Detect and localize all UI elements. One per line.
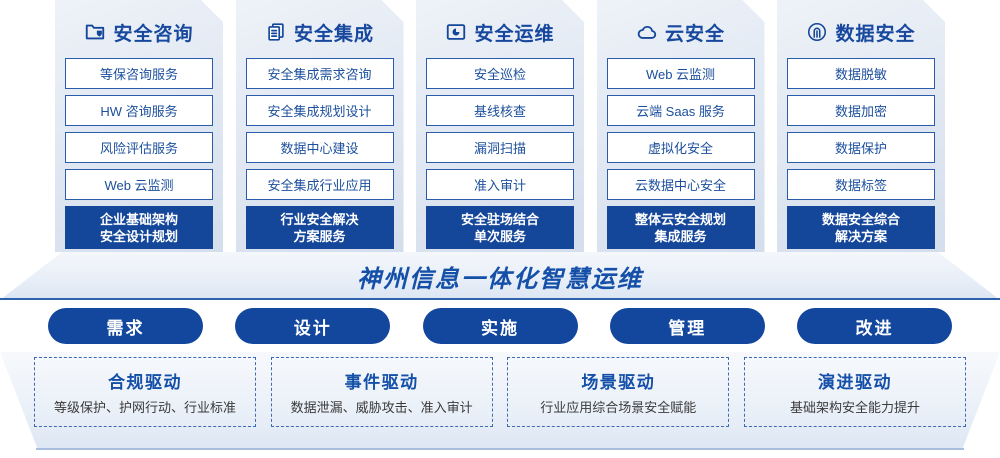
platform-banner: 神州信息一体化智慧运维	[0, 252, 1000, 300]
drivers-backdrop	[0, 352, 1000, 450]
pillar-item[interactable]: 数据标签	[787, 169, 935, 200]
pillar-card-security-consulting[interactable]: 安全咨询 等保咨询服务 HW 咨询服务 风险评估服务 Web 云监测 企业基础架…	[55, 0, 223, 252]
pillar-highlight-item[interactable]: 数据安全综合 解决方案	[787, 206, 935, 249]
driver-subtitle: 等级保护、护网行动、行业标准	[53, 400, 236, 415]
pillar-title: 安全集成	[293, 23, 374, 45]
pillar-item[interactable]: 云数据中心安全	[607, 169, 755, 200]
pillar-card-cloud-security[interactable]: 云安全 Web 云监测 云端 Saas 服务 虚拟化安全 云数据中心安全 整体云…	[597, 0, 765, 252]
pillar-item[interactable]: 安全巡检	[426, 58, 574, 89]
driver-subtitle: 基础架构安全能力提升	[789, 400, 920, 415]
pillar-item[interactable]: 安全集成行业应用	[246, 169, 394, 200]
pillar-item[interactable]: 准入审计	[426, 169, 574, 200]
pillar-item[interactable]: 安全集成规划设计	[246, 95, 394, 126]
pillar-highlight-line: 整体云安全规划	[634, 211, 726, 227]
pillars-row: 安全咨询 等保咨询服务 HW 咨询服务 风险评估服务 Web 云监测 企业基础架…	[0, 0, 1000, 252]
pillar-item[interactable]: 漏洞扫描	[426, 132, 574, 163]
driver-card-evolution[interactable]: 演进驱动 基础架构安全能力提升	[743, 357, 966, 427]
phase-pill-implementation[interactable]: 实施	[422, 308, 578, 344]
pillar-card-data-security[interactable]: 数据安全 数据脱敏 数据加密 数据保护 数据标签 数据安全综合 解决方案	[777, 0, 945, 252]
driver-card-incident[interactable]: 事件驱动 数据泄漏、威胁攻击、准入审计	[270, 357, 493, 427]
pillar-header: 云安全	[607, 10, 755, 54]
pillar-header: 数据安全	[787, 10, 935, 54]
cloud-icon	[636, 21, 658, 43]
pillar-highlight-line: 解决方案	[834, 228, 887, 244]
pillar-item[interactable]: Web 云监测	[65, 169, 213, 200]
pillar-highlight-line: 行业安全解决	[280, 211, 359, 227]
driver-subtitle: 数据泄漏、威胁攻击、准入审计	[290, 400, 473, 415]
pillar-item[interactable]: 基线核查	[426, 95, 574, 126]
phase-pill-management[interactable]: 管理	[609, 308, 765, 344]
driver-subtitle: 行业应用综合场景安全赋能	[540, 400, 697, 415]
pillar-header: 安全运维	[426, 10, 574, 54]
phase-pill-requirement[interactable]: 需求	[48, 308, 203, 344]
drivers-underline	[36, 448, 964, 450]
pillar-item[interactable]: 数据保护	[787, 132, 935, 163]
pillar-header: 安全集成	[246, 10, 394, 54]
pillar-title: 安全运维	[474, 23, 555, 45]
pillar-card-security-integration[interactable]: 安全集成 安全集成需求咨询 安全集成规划设计 数据中心建设 安全集成行业应用 行…	[236, 0, 404, 252]
pillar-item[interactable]: 数据脱敏	[787, 58, 935, 89]
pillar-card-security-operations[interactable]: 安全运维 安全巡检 基线核查 漏洞扫描 准入审计 安全驻场结合 单次服务	[416, 0, 584, 252]
phases-row: 需求 设计 实施 管理 改进	[0, 308, 1000, 348]
driver-card-scenario[interactable]: 场景驱动 行业应用综合场景安全赋能	[507, 357, 730, 427]
driver-title: 场景驱动	[581, 373, 656, 392]
pillar-header: 安全咨询	[65, 10, 213, 54]
driver-title: 事件驱动	[344, 373, 419, 392]
pillar-highlight-line: 方案服务	[293, 228, 346, 244]
monitor-chart-icon	[445, 21, 467, 43]
pillar-highlight-line: 数据安全综合	[821, 211, 900, 227]
pillar-item[interactable]: 安全集成需求咨询	[246, 58, 394, 89]
fingerprint-icon	[806, 21, 828, 43]
pillar-item[interactable]: 风险评估服务	[65, 132, 213, 163]
driver-title: 演进驱动	[817, 373, 892, 392]
stacked-documents-icon	[265, 21, 287, 43]
pillar-highlight-item[interactable]: 安全驻场结合 单次服务	[426, 206, 574, 249]
pillar-item[interactable]: 数据中心建设	[246, 132, 394, 163]
phase-pill-design[interactable]: 设计	[235, 308, 391, 344]
pillar-highlight-line: 集成服务	[654, 228, 707, 244]
pillar-item[interactable]: Web 云监测	[607, 58, 755, 89]
pillar-highlight-item[interactable]: 企业基础架构 安全设计规划	[65, 206, 213, 249]
drivers-row: 合规驱动 等级保护、护网行动、行业标准 事件驱动 数据泄漏、威胁攻击、准入审计 …	[0, 357, 1000, 435]
pillar-title: 安全咨询	[113, 23, 194, 45]
pillar-title: 数据安全	[835, 23, 916, 45]
phase-pill-improvement[interactable]: 改进	[797, 308, 952, 344]
pillar-highlight-line: 安全设计规划	[99, 228, 178, 244]
pillar-item[interactable]: 云端 Saas 服务	[607, 95, 755, 126]
pillar-highlight-line: 安全驻场结合	[460, 211, 539, 227]
pillar-highlight-item[interactable]: 整体云安全规划 集成服务	[607, 206, 755, 249]
pillar-highlight-line: 企业基础架构	[99, 211, 178, 227]
pillar-highlight-item[interactable]: 行业安全解决 方案服务	[246, 206, 394, 249]
pillar-title: 云安全	[664, 23, 725, 45]
pillar-item[interactable]: 等保咨询服务	[65, 58, 213, 89]
pillar-item[interactable]: HW 咨询服务	[65, 95, 213, 126]
platform-banner-title: 神州信息一体化智慧运维	[357, 265, 643, 293]
pillar-item[interactable]: 数据加密	[787, 95, 935, 126]
pillar-item[interactable]: 虚拟化安全	[607, 132, 755, 163]
driver-card-compliance[interactable]: 合规驱动 等级保护、护网行动、行业标准	[34, 357, 256, 427]
driver-title: 合规驱动	[108, 373, 182, 392]
folder-shield-icon	[84, 21, 106, 43]
pillar-highlight-line: 单次服务	[473, 228, 526, 244]
banner-underline	[0, 298, 1000, 300]
